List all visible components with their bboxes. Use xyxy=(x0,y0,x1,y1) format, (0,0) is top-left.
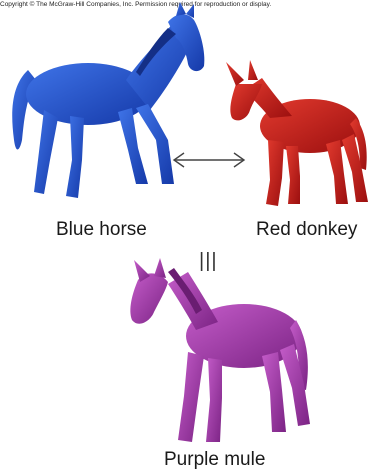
purple-mule-label: Purple mule xyxy=(164,449,265,471)
blue-horse-label: Blue horse xyxy=(56,219,147,241)
red-donkey-label: Red donkey xyxy=(256,219,357,241)
equals-mark: ||| xyxy=(199,250,218,273)
